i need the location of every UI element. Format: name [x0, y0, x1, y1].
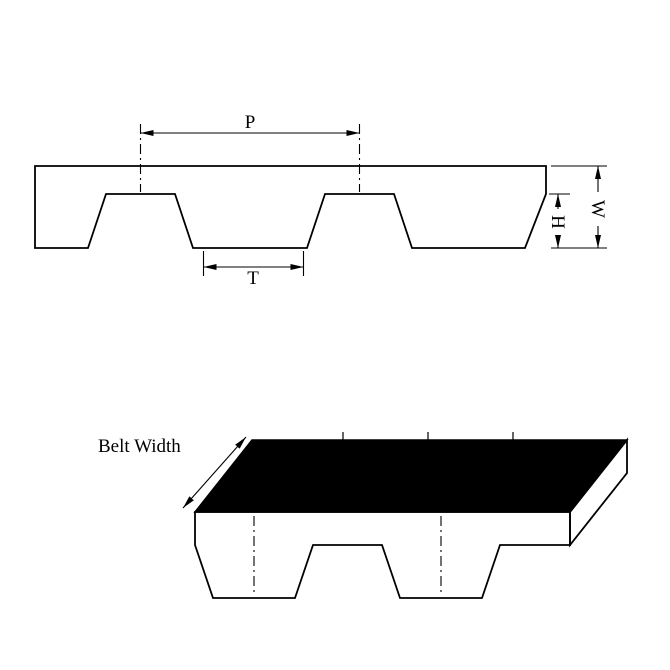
- tooth-height-dimension: H: [547, 193, 570, 248]
- tooth-width-dimension: T: [202, 251, 305, 289]
- belt-thickness-label: W: [587, 200, 608, 218]
- belt-profile-shape: [34, 165, 547, 249]
- pitch-dimension: P: [139, 112, 361, 192]
- belt-width-label: Belt Width: [98, 436, 181, 457]
- belt-width-arrow: [182, 436, 247, 509]
- belt-width-dimension: Belt Width: [98, 436, 247, 509]
- belt-cross-section: P T H W: [34, 112, 608, 289]
- belt-thickness-dimension: W: [551, 165, 608, 249]
- back-edge-tooth-ticks: [342, 432, 514, 441]
- tooth-height-label: H: [547, 215, 568, 229]
- isometric-belt-view: Belt Width: [98, 432, 629, 599]
- belt-top-face: [193, 439, 629, 513]
- pitch-label: P: [245, 112, 256, 133]
- belt-front-face: [194, 511, 571, 599]
- tooth-width-label: T: [247, 268, 259, 289]
